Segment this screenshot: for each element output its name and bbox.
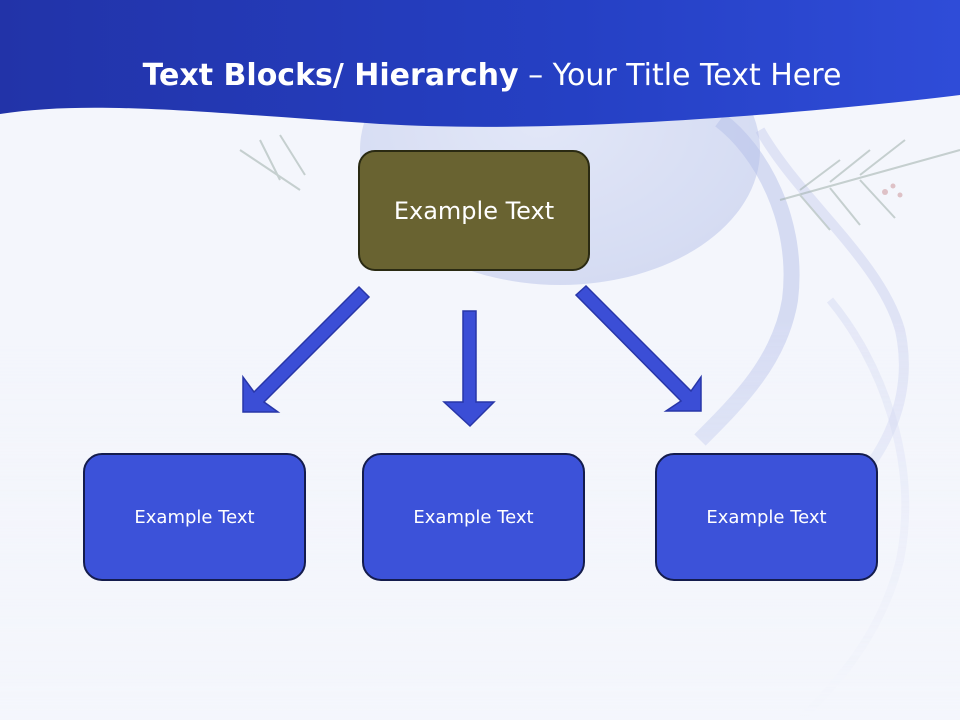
child-node-left: Example Text <box>83 453 306 581</box>
header-band <box>0 0 960 127</box>
child-node-right: Example Text <box>655 453 878 581</box>
slide-title-rest: – Your Title Text Here <box>518 58 842 93</box>
child-node-center: Example Text <box>362 453 585 581</box>
slide-title: Text Blocks/ Hierarchy – Your Title Text… <box>0 54 960 98</box>
arrow-to-center <box>442 310 496 428</box>
root-node: Example Text <box>358 150 590 271</box>
child-node-label: Example Text <box>134 506 255 528</box>
root-node-label: Example Text <box>393 196 555 225</box>
child-node-label: Example Text <box>413 506 534 528</box>
arrow-to-right <box>574 284 702 412</box>
slide-title-bold: Text Blocks/ Hierarchy <box>142 58 519 93</box>
child-node-label: Example Text <box>706 506 827 528</box>
arrow-to-left <box>242 285 371 413</box>
